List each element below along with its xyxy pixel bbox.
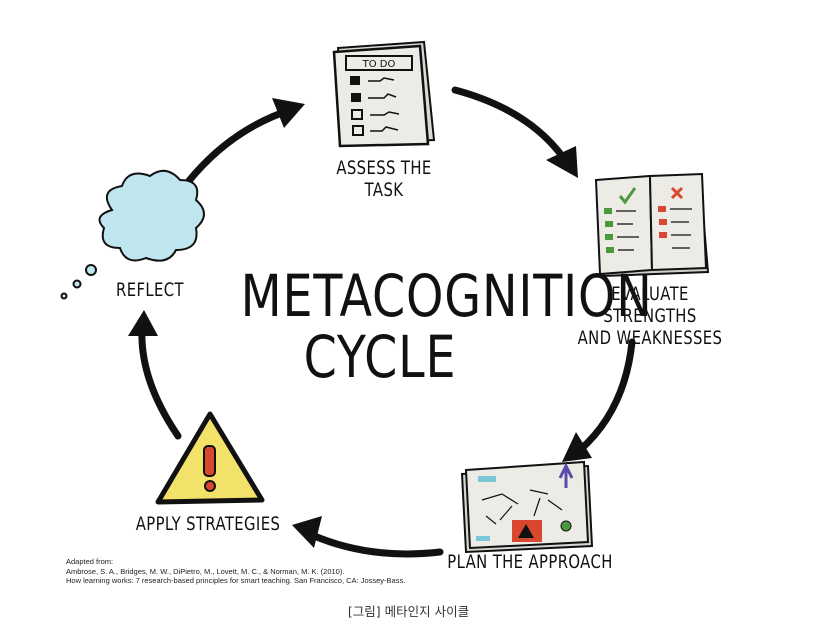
arrow-head-plan [562, 432, 592, 462]
cycle-arrows [128, 86, 636, 558]
stage-label-assess: ASSESS THE TASK [329, 157, 438, 202]
stage-label-apply: APPLY STRATEGIES [132, 513, 285, 536]
assess-line-1: ASSESS THE [336, 157, 432, 179]
stage-label-plan: PLAN THE APPROACH [444, 551, 616, 574]
figure-caption: [그림] 메타인지 사이클 [347, 604, 470, 619]
plan-map-icon [460, 460, 594, 554]
citation-line-1: Adapted from: [66, 557, 114, 566]
arrow-assess-to-evaluate [451, 86, 569, 164]
todo-header: TO DO [362, 59, 396, 70]
title-line-2: CYCLE [303, 322, 457, 391]
reflect-cloud-icon [60, 169, 205, 300]
arrow-evaluate-to-plan [576, 338, 636, 454]
arrow-plan-to-apply [308, 531, 444, 558]
apply-label: APPLY STRATEGIES [135, 513, 281, 535]
check-icon [618, 187, 637, 205]
citation: Adapted from: Ambrose, S. A., Bridges, M… [66, 557, 405, 586]
evaluate-line-1: EVALUATE STRENGTHS [603, 283, 697, 327]
warning-triangle-icon [155, 411, 265, 505]
arrow-apply-to-reflect [138, 326, 182, 440]
arrow-reflect-to-assess [184, 106, 294, 186]
evaluate-book-icon [594, 172, 710, 278]
arrow-head-evaluate [546, 146, 578, 178]
citation-line-2: Ambrose, S. A., Bridges, M. W., DiPietro… [66, 566, 345, 576]
arrow-head-assess [272, 98, 305, 128]
assess-line-2: TASK [364, 178, 404, 201]
citation-line-3: How learning works: 7 research-based pri… [66, 576, 406, 586]
arrow-head-reflect [128, 310, 158, 336]
arrow-head-apply [292, 516, 322, 548]
stage-label-evaluate: EVALUATE STRENGTHS AND WEAKNESSES [564, 283, 736, 350]
diagram-title: METACOGNITION CYCLE [240, 262, 653, 391]
plan-label: PLAN THE APPROACH [447, 551, 613, 573]
stage-label-reflect: REFLECT [111, 279, 189, 302]
todo-list-icon: TO DO [332, 40, 436, 148]
evaluate-line-2: AND WEAKNESSES [577, 326, 723, 349]
title-line-1: METACOGNITION [240, 262, 653, 330]
reflect-label: REFLECT [116, 279, 184, 301]
cross-icon [670, 186, 684, 200]
